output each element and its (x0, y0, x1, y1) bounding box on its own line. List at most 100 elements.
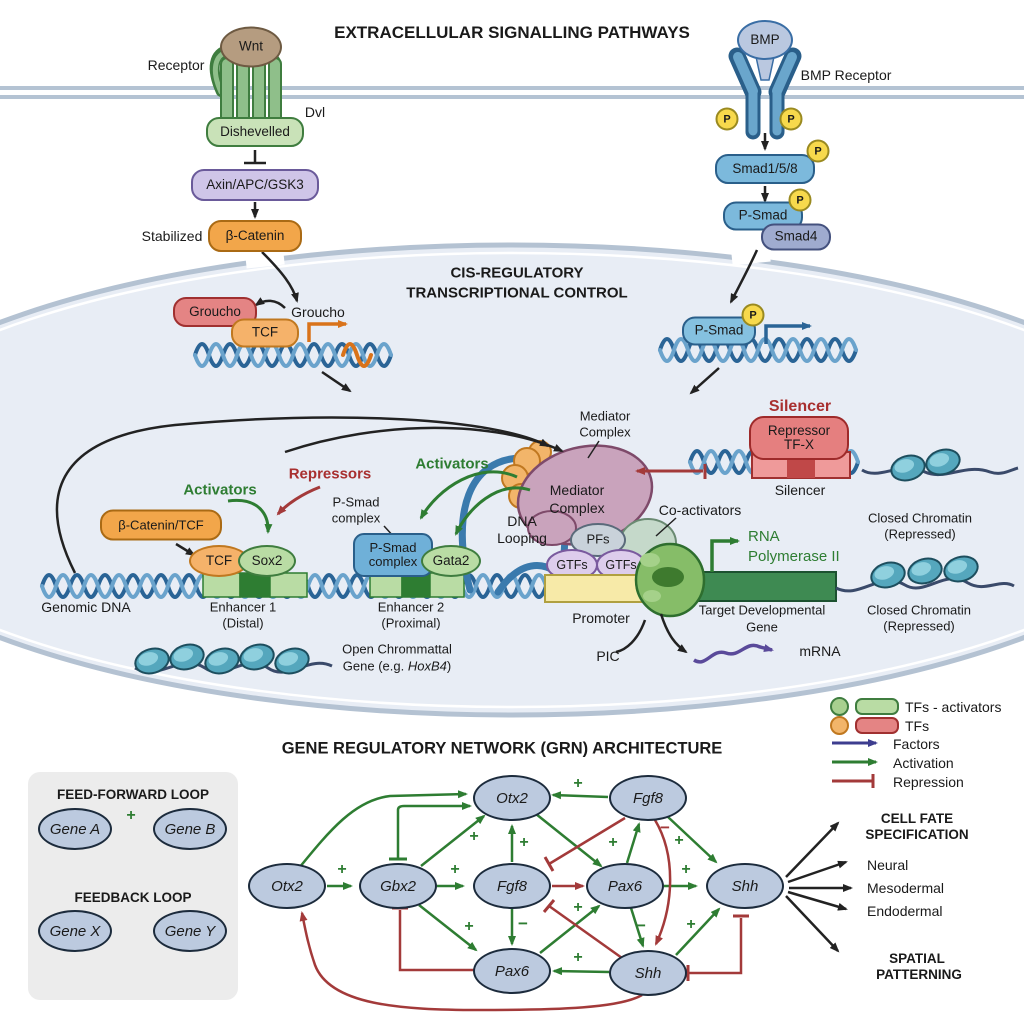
green-tf-circle-icon (830, 697, 849, 716)
mediator-inside-line1: Mediator (549, 481, 605, 498)
rna-pol-line2: Polymerase II (748, 548, 840, 565)
mediator-label-line2: Complex (579, 424, 631, 440)
open-chromatin-line2: Gene (e.g. HoxB4) (342, 658, 452, 675)
minus-sign: − (660, 818, 670, 837)
grn-fate-arrows (785, 821, 853, 953)
legend-factors: Factors (893, 736, 940, 752)
activators-label-left: Activators (183, 481, 257, 499)
open-chromatin-line2c: ) (446, 658, 452, 674)
grn-node-otx2-top: Otx2 (473, 775, 551, 821)
axin-apc-gsk3-box: Axin/APC/GSK3 (191, 169, 319, 201)
p-smad-complex-box-line1: P-Smad (369, 540, 417, 556)
nucleus-black-arrows (55, 367, 720, 654)
spatial-line2: PATTERNING (876, 967, 962, 983)
fate-mesodermal: Mesodermal (867, 880, 945, 896)
closed-chromatin-label1b: (Repressed) (884, 526, 956, 542)
gene-b-node: Gene B (153, 808, 227, 850)
plus-sign: + (608, 834, 618, 851)
wnt-ligand: Wnt (220, 26, 282, 68)
closed-chromatin-label2b: (Repressed) (883, 618, 955, 634)
tcf-box: TCF (231, 318, 299, 348)
enhancer-blocks (202, 572, 465, 598)
closed-chromatin-label2: Closed Chromatin (866, 602, 972, 618)
legend-row-tf-activators: TFs - activators (830, 697, 1001, 716)
legend-repression: Repression (893, 774, 964, 790)
enhancer1-distal: (Distal) (222, 615, 264, 631)
grn-green-edges (298, 790, 721, 976)
gene-x-node: Gene X (38, 910, 112, 952)
repressor-line1: Repressor (767, 422, 831, 438)
smad158-box: Smad1/5/8 (715, 154, 815, 184)
plus-sign: + (573, 775, 583, 792)
cell-membrane (0, 86, 1024, 99)
gtfs-label2: GTFs (605, 557, 637, 572)
genomic-dna-label: Genomic DNA (41, 598, 131, 615)
bmp-cascade-arrows (729, 133, 769, 304)
grn-node-gbx2: Gbx2 (359, 863, 437, 909)
target-gene-line1: Target Developmental (698, 602, 826, 618)
legend-label: TFs (905, 717, 930, 734)
phosphate-icon: P (741, 303, 765, 327)
transcription-arrows (307, 320, 812, 572)
repressor-line2: TF-X (784, 437, 814, 452)
open-chromatin-line1: Open Chrommattal (342, 641, 452, 657)
ffl-title: FEED-FORWARD LOOP (56, 787, 210, 803)
repressors-label: Repressors (288, 465, 372, 483)
pfs-label: PFs (586, 531, 610, 547)
plus-sign: + (450, 861, 460, 878)
plus-sign: + (469, 828, 479, 845)
plus-sign: + (337, 861, 347, 878)
grn-node-otx2-left: Otx2 (248, 863, 326, 909)
plus-sign: + (573, 949, 583, 966)
bmp-receptor-icon (728, 47, 802, 140)
cell-fate-line1: CELL FATE (880, 811, 954, 827)
fbl-title: FEEDBACK LOOP (74, 890, 192, 906)
receptor-label: Receptor (147, 56, 205, 73)
mrna-arrow (693, 643, 774, 664)
gene-a-node: Gene A (38, 808, 112, 850)
wnt-cascade-arrows (244, 150, 299, 309)
grn-title: GENE REGULATORY NETWORK (GRN) ARCHITECTU… (281, 739, 723, 758)
open-chromatin-gene-name: HoxB4 (407, 658, 447, 674)
rna-polymerase-blob (634, 542, 706, 618)
mediator-inside-line2: Complex (549, 499, 605, 516)
bmp-ligand: BMP (737, 20, 793, 60)
enhancer2-proximal: (Proximal) (381, 615, 441, 631)
dvl-label: Dvl (304, 103, 326, 120)
co-activators-label: Co-activators (658, 501, 742, 518)
open-chromatin-line2a: Gene (e.g. (342, 658, 408, 674)
groucho-label: Groucho (291, 303, 345, 320)
dna-helix-groucho (193, 342, 393, 368)
sox2-ellipse: Sox2 (238, 545, 296, 577)
beta-catenin-box: β-Catenin (208, 220, 302, 252)
plus-sign: + (464, 918, 474, 935)
closed-chromatin-label1: Closed Chromatin (867, 510, 973, 526)
grn-red-edges (299, 816, 749, 1012)
silencer-label: Silencer (774, 481, 826, 498)
stabilized-label: Stabilized (141, 227, 203, 244)
mediator-complex-blob (501, 440, 654, 546)
promoter-label: Promoter (572, 609, 630, 626)
pic-label: PIC (596, 647, 620, 664)
dna-looping-line2: Looping (497, 529, 547, 546)
mrna-label: mRNA (799, 642, 841, 659)
target-gene-line2: Gene (746, 619, 778, 635)
mediator-label-line1: Mediator (579, 408, 631, 424)
plus-sign: + (519, 834, 529, 851)
p-smad-complex-label2: complex (331, 510, 381, 526)
phosphate-icon: P (806, 139, 830, 163)
silencer-title: Silencer (768, 397, 832, 415)
activator-repressor-arrows (227, 470, 531, 536)
main-title: EXTRACELLULAR SIGNALLING PATHWAYS (334, 23, 690, 43)
minus-sign: − (636, 916, 646, 935)
rna-pol-line1: RNA (748, 528, 780, 545)
plus-sign: + (674, 832, 684, 849)
grn-node-fgf8-top: Fgf8 (609, 775, 687, 821)
phosphate-icon: P (715, 107, 739, 131)
grn-node-shh-right: Shh (706, 863, 784, 909)
fate-endodermal: Endodermal (867, 903, 943, 919)
enhancer1-label: Enhancer 1 (209, 599, 277, 615)
grn-node-fgf8-mid: Fgf8 (473, 863, 551, 909)
p-smad-complex-label1: P-Smad (332, 494, 380, 510)
